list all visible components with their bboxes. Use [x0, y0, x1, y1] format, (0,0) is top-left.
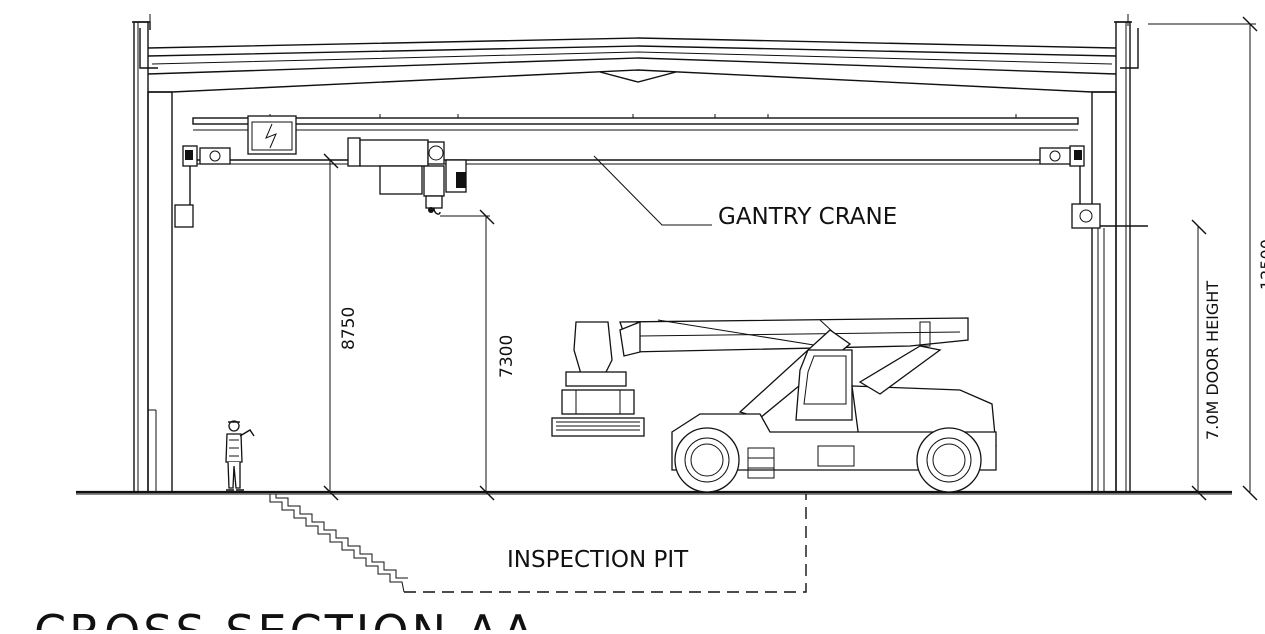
door-height-label: 7.0M DOOR HEIGHT [1203, 281, 1222, 440]
building-height-label: 12500 [1257, 239, 1265, 290]
pit-label: INSPECTION PIT [507, 547, 689, 573]
section-title: CROSS SECTION AA [34, 605, 537, 630]
building-frame [132, 14, 1139, 493]
dimension-8750 [323, 153, 339, 501]
crane-label: GANTRY CRANE [718, 204, 897, 230]
dimension-7300-label: 7300 [497, 335, 517, 378]
worker-figure [225, 420, 255, 491]
dimension-12500 [1148, 16, 1258, 501]
dimension-8750-label: 8750 [339, 307, 359, 350]
dimension-door-height [1191, 219, 1207, 501]
crane-leader-line [593, 155, 712, 226]
inspection-pit [269, 494, 807, 593]
reach-stacker-vehicle [551, 317, 997, 493]
dimension-7300 [440, 209, 495, 501]
ground-line [76, 490, 1232, 495]
gantry-crane [174, 114, 1148, 229]
